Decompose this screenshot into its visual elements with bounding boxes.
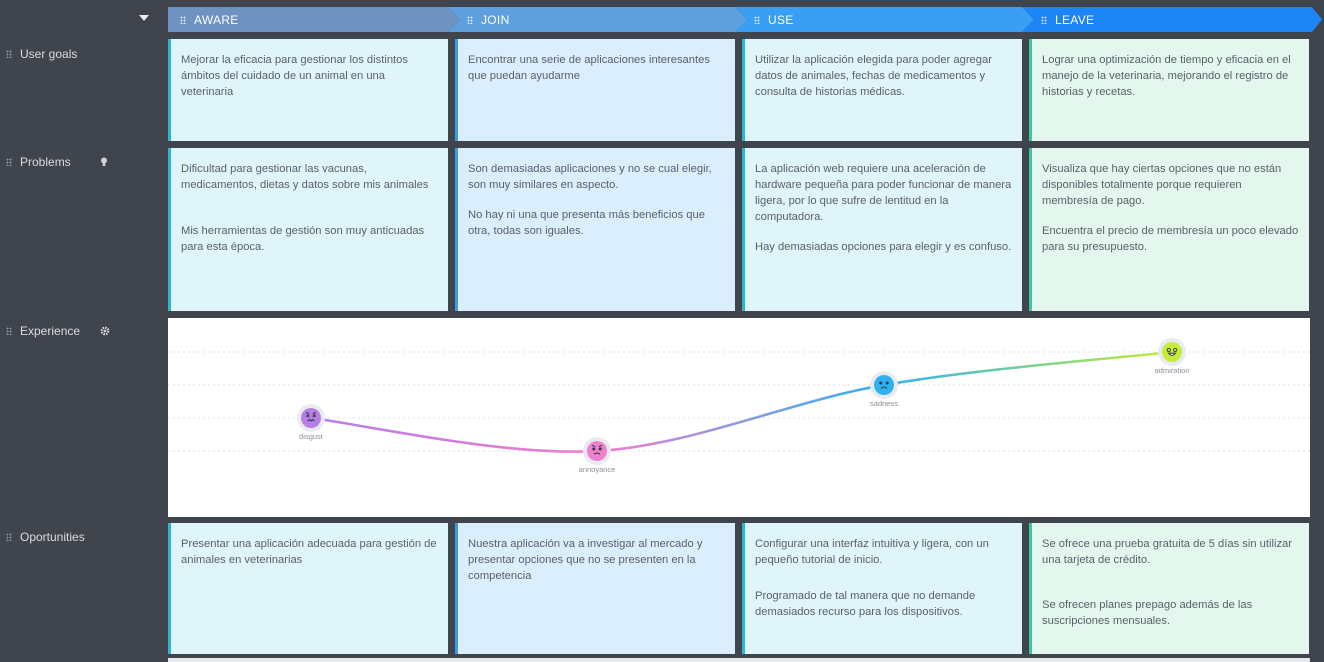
card-text: No hay ni una que presenta más beneficio… bbox=[468, 209, 705, 237]
phase-label: USE bbox=[768, 12, 794, 27]
card-text: Presentar una aplicación adecuada para g… bbox=[181, 538, 437, 566]
card-text: Nuestra aplicación va a investigar al me… bbox=[468, 538, 703, 582]
row-title: Experience bbox=[20, 324, 81, 338]
emotion-point-disgust[interactable]: disgust bbox=[297, 404, 325, 441]
card-text: Hay demasiadas opciones para elegir y es… bbox=[755, 241, 1012, 253]
emotion-label: sadness bbox=[870, 399, 898, 408]
drag-handle-icon[interactable] bbox=[467, 15, 473, 24]
phase-arrow-leave bbox=[1022, 7, 1322, 32]
row-title: User goals bbox=[20, 47, 78, 61]
problem-card-join[interactable]: Son demasiadas aplicaciones y no se cual… bbox=[455, 148, 735, 311]
goal-card-use[interactable]: Utilizar la aplicación elegida para pode… bbox=[742, 39, 1022, 141]
lightbulb-icon[interactable] bbox=[100, 157, 108, 170]
emotion-point-admiration[interactable]: admiration bbox=[1154, 338, 1190, 375]
phase-leave[interactable]: LEAVE bbox=[1029, 7, 1309, 32]
emotion-label: disgust bbox=[299, 432, 324, 441]
phase-aware[interactable]: AWARE bbox=[168, 7, 448, 32]
phase-bar bbox=[168, 7, 1322, 32]
emotion-point-sadness[interactable]: sadness bbox=[870, 371, 898, 408]
card-text: Encuentra el precio de membresía un poco… bbox=[1042, 225, 1299, 253]
phase-join[interactable]: JOIN bbox=[455, 7, 735, 32]
caret-down-icon[interactable] bbox=[139, 15, 149, 21]
problem-card-leave[interactable]: Visualiza que hay ciertas opciones que n… bbox=[1029, 148, 1309, 311]
card-text: Mis herramientas de gestión son muy anti… bbox=[181, 225, 425, 253]
experience-curve: disgust annoyance sadness admiration bbox=[168, 338, 1310, 474]
goal-card-join[interactable]: Encontrar una serie de aplicaciones inte… bbox=[455, 39, 735, 141]
goal-card-aware[interactable]: Mejorar la eficacia para gestionar los d… bbox=[168, 39, 448, 141]
phase-use[interactable]: USE bbox=[742, 7, 1022, 32]
card-text: Se ofrece una prueba gratuita de 5 días … bbox=[1042, 538, 1293, 566]
opportunity-card-leave[interactable]: Se ofrece una prueba gratuita de 5 días … bbox=[1029, 523, 1309, 654]
phase-arrow-use bbox=[735, 7, 1034, 32]
card-text: Programado de tal manera que no demande … bbox=[755, 590, 976, 618]
drag-handle-icon[interactable] bbox=[6, 50, 12, 58]
experience-chart-panel[interactable]: disgust annoyance sadness admiration bbox=[168, 318, 1310, 517]
row-label-experience[interactable]: Experience bbox=[6, 324, 80, 338]
phase-label: JOIN bbox=[481, 12, 510, 27]
card-text: Visualiza que hay ciertas opciones que n… bbox=[1042, 163, 1282, 207]
phase-arrow-aware bbox=[168, 7, 460, 32]
opportunity-card-use[interactable]: Configurar una interfaz intuitiva y lige… bbox=[742, 523, 1022, 654]
drag-handle-icon[interactable] bbox=[6, 533, 12, 541]
problem-card-aware[interactable]: Dificultad para gestionar las vacunas, m… bbox=[168, 148, 448, 311]
card-text: Configurar una interfaz intuitiva y lige… bbox=[755, 538, 989, 566]
opportunity-card-aware[interactable]: Presentar una aplicación adecuada para g… bbox=[168, 523, 448, 654]
gear-icon[interactable] bbox=[100, 326, 110, 339]
drag-handle-icon[interactable] bbox=[1041, 15, 1047, 24]
card-text: Dificultad para gestionar las vacunas, m… bbox=[181, 163, 429, 191]
drag-handle-icon[interactable] bbox=[6, 327, 12, 335]
emotion-label: admiration bbox=[1154, 366, 1189, 375]
opportunity-card-join[interactable]: Nuestra aplicación va a investigar al me… bbox=[455, 523, 735, 654]
card-text: Lograr una optimización de tiempo y efic… bbox=[1042, 54, 1291, 98]
phase-arrow-join bbox=[448, 7, 747, 32]
sadness-face-icon bbox=[874, 375, 894, 395]
annoyance-face-icon bbox=[587, 441, 607, 461]
drag-handle-icon[interactable] bbox=[754, 15, 760, 24]
row-label-user-goals[interactable]: User goals bbox=[6, 47, 77, 61]
phase-label: LEAVE bbox=[1055, 12, 1095, 27]
problem-card-use[interactable]: La aplicación web requiere una aceleraci… bbox=[742, 148, 1022, 311]
row-label-problems[interactable]: Problems bbox=[6, 155, 71, 169]
card-text: Utilizar la aplicación elegida para pode… bbox=[755, 54, 992, 98]
disgust-face-icon bbox=[301, 408, 321, 428]
phase-label: AWARE bbox=[194, 12, 239, 27]
emotion-label: annoyance bbox=[579, 465, 616, 474]
row-title: Problems bbox=[20, 155, 71, 169]
drag-handle-icon[interactable] bbox=[180, 15, 186, 24]
admiration-face-icon bbox=[1162, 342, 1182, 362]
card-text: Encontrar una serie de aplicaciones inte… bbox=[468, 54, 710, 82]
card-text: Se ofrecen planes prepago además de las … bbox=[1042, 599, 1253, 627]
drag-handle-icon[interactable] bbox=[6, 158, 12, 166]
row-label-opportunities[interactable]: Oportunities bbox=[6, 530, 85, 544]
next-row-strip bbox=[168, 658, 1310, 662]
emotion-point-annoyance[interactable]: annoyance bbox=[579, 437, 616, 474]
row-title: Oportunities bbox=[20, 530, 85, 544]
card-text: Son demasiadas aplicaciones y no se cual… bbox=[468, 163, 712, 191]
card-text: Mejorar la eficacia para gestionar los d… bbox=[181, 54, 408, 98]
goal-card-leave[interactable]: Lograr una optimización de tiempo y efic… bbox=[1029, 39, 1309, 141]
card-text: La aplicación web requiere una aceleraci… bbox=[755, 163, 1012, 223]
